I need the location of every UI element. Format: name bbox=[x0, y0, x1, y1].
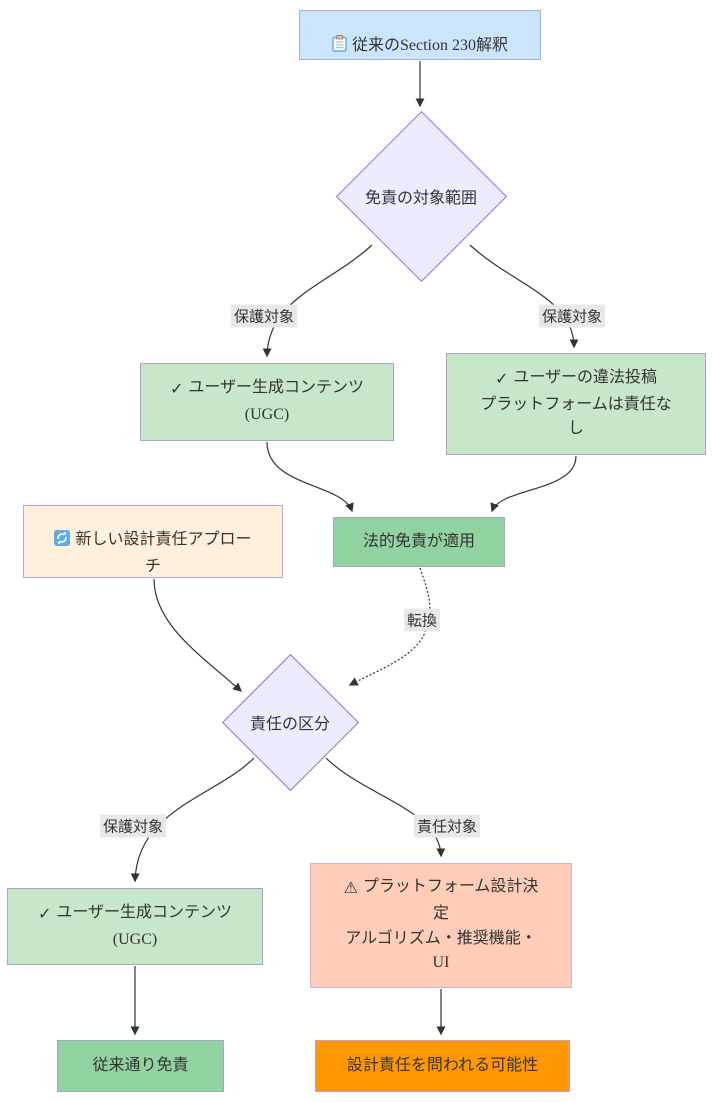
edge-scope-to-illegal bbox=[469, 244, 579, 349]
node-label: 法的免責が適用 bbox=[362, 532, 475, 550]
node-label: ユーザー生成コンテンツ (UGC) bbox=[56, 903, 233, 948]
edge-label-protected-right: 保護対象 bbox=[538, 304, 606, 328]
node-label: 免責の対象範囲 bbox=[364, 190, 477, 207]
edge-label-protected-left: 保護対象 bbox=[230, 304, 298, 328]
check-icon: ✓ bbox=[169, 381, 184, 399]
node-new-approach: 新しい設計責任アプロー チ bbox=[23, 505, 283, 578]
node-exempt: 従来通り免責 bbox=[57, 1040, 224, 1092]
edge-new-approach-to-liability bbox=[153, 578, 243, 692]
edge-illegal-to-legal bbox=[490, 455, 577, 513]
node-illegal-posts: ✓ユーザーの違法投稿 プラットフォームは責任な し bbox=[446, 353, 706, 455]
edge-label-liability-target: 責任対象 bbox=[413, 814, 481, 838]
node-traditional-section230: 従来のSection 230解釈 bbox=[299, 10, 541, 60]
node-design-risk: 設計責任を問われる可能性 bbox=[315, 1040, 570, 1092]
node-scope-decision: 免責の対象範囲 bbox=[335, 110, 508, 283]
node-label: 責任の区分 bbox=[249, 716, 330, 733]
node-ugc-top: ✓ユーザー生成コンテンツ (UGC) bbox=[140, 363, 394, 441]
node-ugc-bottom: ✓ユーザー生成コンテンツ (UGC) bbox=[7, 888, 263, 965]
node-label: プラットフォーム設計決 定 アルゴリズム・推奨機能・ UI bbox=[345, 877, 539, 972]
node-legal-immunity: 法的免責が適用 bbox=[333, 517, 505, 567]
node-liability-decision: 責任の区分 bbox=[221, 653, 360, 792]
node-label: 設計責任を問われる可能性 bbox=[346, 1056, 539, 1074]
node-label: ユーザーの違法投稿 プラットフォームは責任な し bbox=[480, 368, 672, 438]
edge-liability-to-platform bbox=[325, 757, 446, 858]
node-label: ユーザー生成コンテンツ (UGC) bbox=[188, 379, 365, 423]
warning-icon: ⚠ bbox=[343, 879, 358, 897]
edge-scope-to-ugc-top bbox=[262, 244, 373, 358]
edge-liability-to-ugc-bottom bbox=[130, 757, 255, 883]
check-icon: ✓ bbox=[494, 370, 509, 388]
edge-label-protected-bottom: 保護対象 bbox=[99, 814, 167, 838]
node-platform-design: ⚠プラットフォーム設計決 定 アルゴリズム・推奨機能・ UI bbox=[310, 863, 572, 988]
edge-label-conversion: 転換 bbox=[403, 608, 441, 632]
node-label: 新しい設計責任アプロー チ bbox=[75, 531, 252, 575]
refresh-icon bbox=[54, 530, 71, 555]
clipboard-icon bbox=[332, 35, 347, 61]
check-icon: ✓ bbox=[37, 905, 52, 923]
node-label: 従来通り免責 bbox=[92, 1056, 189, 1074]
node-label: 従来のSection 230解釈 bbox=[352, 37, 508, 54]
edge-ugc-top-to-legal bbox=[266, 441, 354, 513]
